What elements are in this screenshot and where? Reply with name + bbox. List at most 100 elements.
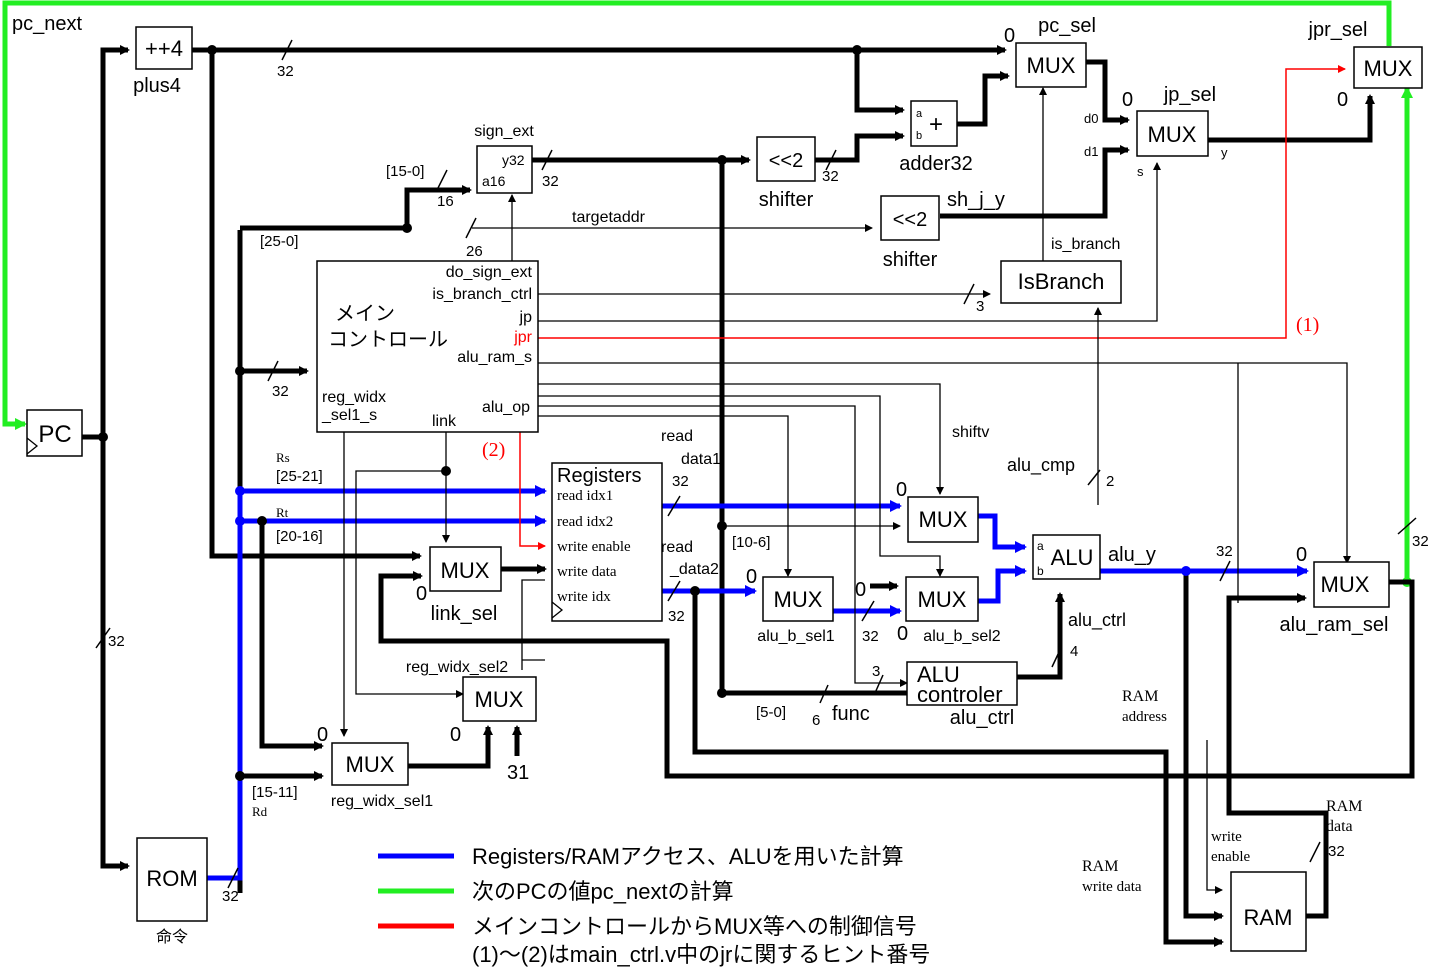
width-pc: 32	[108, 633, 125, 650]
plus4-text: ++4	[145, 36, 183, 61]
width-plus4: 32	[277, 63, 294, 80]
port-reg-widx-2: _sel1_s	[321, 407, 377, 424]
adder-text: +	[929, 111, 943, 138]
bits-10-6: [10-6]	[732, 534, 770, 551]
link-sel-zero: 0	[416, 583, 427, 605]
port-jp: jp	[519, 309, 533, 326]
reg-port-read-idx2: read idx2	[557, 514, 613, 530]
pc-next-label: pc_next	[12, 13, 82, 35]
reg-port-read-idx1: read idx1	[557, 488, 613, 504]
const-31: 31	[507, 762, 529, 784]
alu-cmp-label: alu_cmp	[1007, 455, 1075, 476]
width-2: 2	[1106, 473, 1114, 490]
rd-label: Rd	[252, 804, 268, 819]
bits-15-0: [15-0]	[386, 163, 424, 180]
port-alu-ram-s: alu_ram_s	[457, 349, 532, 366]
ram-address-1: RAM	[1122, 688, 1158, 705]
blue-buses	[207, 485, 1309, 881]
main-control-title1: メイン	[335, 303, 395, 325]
alu-a-mux	[907, 496, 979, 543]
hint-2: (2)	[482, 439, 505, 461]
ram-text: RAM	[1244, 905, 1293, 930]
alu-controler-block	[906, 661, 1018, 706]
shifter2-block	[880, 195, 940, 241]
port-reg-widx-1: reg_widx	[322, 389, 386, 406]
isbranch-text: IsBranch	[1018, 269, 1105, 294]
alu-b-sel1-label: alu_b_sel1	[757, 628, 835, 645]
ram-wdata-1: RAM	[1082, 858, 1118, 875]
adder-b: b	[916, 130, 922, 142]
reg-widx-sel2-text: MUX	[475, 687, 524, 712]
alu-a: a	[1037, 539, 1044, 553]
width-ram-data: 32	[1328, 843, 1345, 860]
bits-25-0: [25-0]	[260, 233, 298, 250]
width-6: 6	[812, 712, 820, 729]
bits-20-16: [20-16]	[276, 528, 323, 545]
legend-red: メインコントロールからMUX等への制御信号	[472, 914, 917, 939]
write-enable-2: enable	[1211, 849, 1250, 865]
rom-text: ROM	[146, 866, 197, 891]
adder-block	[910, 100, 958, 147]
alu-ram-sel-mux	[1313, 561, 1390, 608]
alu-ctrl-label: alu_ctrl	[950, 707, 1014, 729]
hint-1: (1)	[1296, 314, 1319, 336]
port-do-sign-ext: do_sign_ext	[446, 264, 533, 281]
reg-read2-b: _data2	[669, 561, 719, 578]
alu-b-sel2-mux	[905, 576, 979, 622]
shifter1-label: shifter	[759, 189, 814, 211]
adder-a: a	[916, 108, 923, 120]
width-4: 4	[1070, 643, 1078, 660]
sign-ext-label: sign_ext	[474, 123, 534, 140]
alu-b-sel1-zero: 0	[746, 566, 757, 588]
width-read1: 32	[672, 473, 689, 490]
func-label: func	[832, 703, 870, 725]
bits-15-11: [15-11]	[252, 784, 298, 801]
port-link: link	[432, 413, 457, 430]
ram-address-2: address	[1122, 709, 1167, 725]
alu-b-sel1-mux	[762, 576, 834, 622]
jp-sel-d1: d1	[1084, 144, 1098, 159]
jp-sel-text: MUX	[1148, 122, 1197, 147]
shifter1-block	[756, 136, 816, 182]
width-alub1: 32	[862, 628, 879, 645]
alu-y-label: alu_y	[1108, 544, 1156, 566]
isbranch-block	[1000, 260, 1122, 304]
reg-widx-sel1-mux	[331, 742, 409, 786]
jp-sel-zero: 0	[1122, 89, 1133, 111]
port-is-branch-ctrl: is_branch_ctrl	[432, 286, 532, 303]
isbranch-label: is_branch	[1051, 236, 1120, 253]
reg-widx-sel2-zero: 0	[450, 724, 461, 746]
legend-note: (1)〜(2)はmain_ctrl.v中のjrに関するヒント番号	[472, 942, 930, 967]
alu-ram-sel-zero: 0	[1296, 544, 1307, 566]
pc-sel-label: pc_sel	[1038, 15, 1096, 37]
ram-data-2: data	[1326, 818, 1353, 835]
legend: Registers/RAMアクセス、ALUを用いた計算 次のPCの値pc_nex…	[378, 844, 930, 967]
shifter2-text: <<2	[893, 209, 927, 231]
jp-sel-d0: d0	[1084, 111, 1098, 126]
pc-sel-mux	[1015, 42, 1087, 88]
alu-b: b	[1037, 564, 1044, 578]
width-3-isbranch: 3	[976, 298, 984, 315]
jp-sel-mux	[1136, 110, 1209, 157]
width-16: 16	[437, 193, 454, 210]
shifter1-text: <<2	[769, 150, 803, 172]
rt-label: Rt	[276, 505, 289, 520]
pc-sel-text: MUX	[1027, 53, 1076, 78]
black-buses	[82, 45, 1415, 947]
sign-ext-block	[476, 145, 533, 194]
alu-a-mux-zero: 0	[896, 479, 907, 501]
alu-b-sel2-label: alu_b_sel2	[923, 628, 1001, 645]
width-signext: 32	[542, 173, 559, 190]
jpr-sel-zero: 0	[1337, 89, 1348, 111]
junction-dots	[98, 45, 862, 781]
reg-port-write-idx: write idx	[557, 589, 611, 605]
width-26: 26	[466, 243, 483, 260]
sign-ext-in: a16	[482, 173, 506, 189]
alu-text: ALU	[1051, 545, 1094, 570]
width-aluy: 32	[1216, 543, 1233, 560]
bits-25-21: [25-21]	[276, 468, 323, 485]
alu-ram-sel-text: MUX	[1321, 572, 1370, 597]
bits-5-0: [5-0]	[756, 704, 786, 721]
reg-read1-a: read	[661, 428, 693, 445]
